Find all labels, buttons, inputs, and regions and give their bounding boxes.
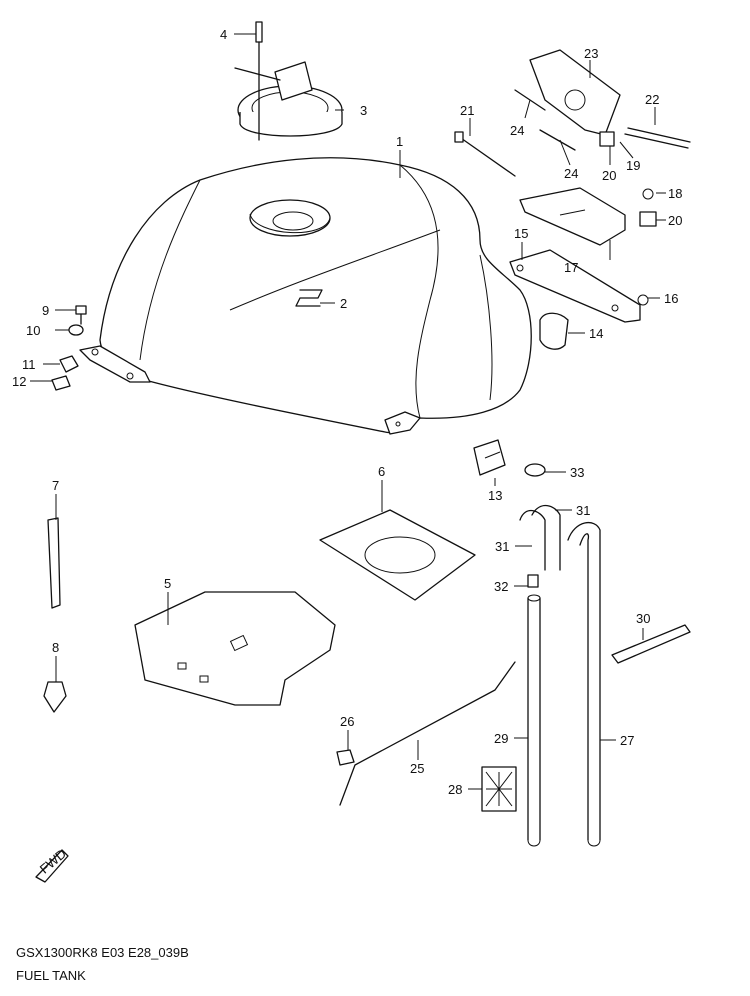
callout-28: 28 <box>448 782 462 797</box>
callout-20b: 20 <box>668 213 682 228</box>
callout-18: 18 <box>668 186 682 201</box>
hoses-drawing <box>519 504 601 847</box>
callout-33: 33 <box>570 465 584 480</box>
callout-21: 21 <box>460 103 474 118</box>
strap-drawing <box>43 517 67 713</box>
callout-20a: 20 <box>602 168 616 183</box>
callout-30: 30 <box>636 611 650 626</box>
callout-10: 10 <box>26 323 40 338</box>
insulator-drawing <box>134 591 336 706</box>
callout-6: 6 <box>378 464 385 479</box>
callout-26: 26 <box>340 714 354 729</box>
callout-14: 14 <box>589 326 603 341</box>
leader-lines <box>30 33 666 790</box>
callout-17: 17 <box>564 260 578 275</box>
callout-31a: 31 <box>576 503 590 518</box>
callout-8: 8 <box>52 640 59 655</box>
callout-16: 16 <box>664 291 678 306</box>
fwd-direction-badge: FWD <box>35 846 69 883</box>
callout-1: 1 <box>396 134 403 149</box>
part-code-caption: GSX1300RK8 E03 E28_039B <box>16 945 189 960</box>
callout-31b: 31 <box>495 539 509 554</box>
callout-24a: 24 <box>510 123 524 138</box>
tray-drawing <box>319 509 476 601</box>
clamp-drawing <box>611 624 691 664</box>
label-drawing <box>481 766 517 812</box>
callout-7: 7 <box>52 478 59 493</box>
callout-12: 12 <box>12 374 26 389</box>
fuel-cap-drawing <box>234 21 343 141</box>
cushion-drawing <box>473 439 546 477</box>
callout-5: 5 <box>164 576 171 591</box>
left-fasteners-drawing <box>51 305 87 391</box>
callout-29: 29 <box>494 731 508 746</box>
callout-3: 3 <box>360 103 367 118</box>
callout-11: 11 <box>22 357 36 372</box>
callout-27: 27 <box>620 733 634 748</box>
callout-2: 2 <box>340 296 347 311</box>
callout-32: 32 <box>494 579 508 594</box>
lower-bracket-drawing <box>509 249 649 350</box>
callout-15: 15 <box>514 226 528 241</box>
callout-24b: 24 <box>564 166 578 181</box>
callout-13: 13 <box>488 488 502 503</box>
callout-23: 23 <box>584 46 598 61</box>
fuel-tank-drawing <box>79 157 532 435</box>
bracket-assembly-drawing <box>454 49 691 246</box>
diagram-title: FUEL TANK <box>16 968 86 983</box>
callout-22: 22 <box>645 92 659 107</box>
callout-19: 19 <box>626 158 640 173</box>
callout-9: 9 <box>42 303 49 318</box>
callout-4: 4 <box>220 27 227 42</box>
rod-drawing <box>336 661 516 806</box>
callout-numbers: 1 2 3 4 5 6 7 8 9 10 11 12 13 14 15 16 1… <box>12 27 682 797</box>
callout-25: 25 <box>410 761 424 776</box>
